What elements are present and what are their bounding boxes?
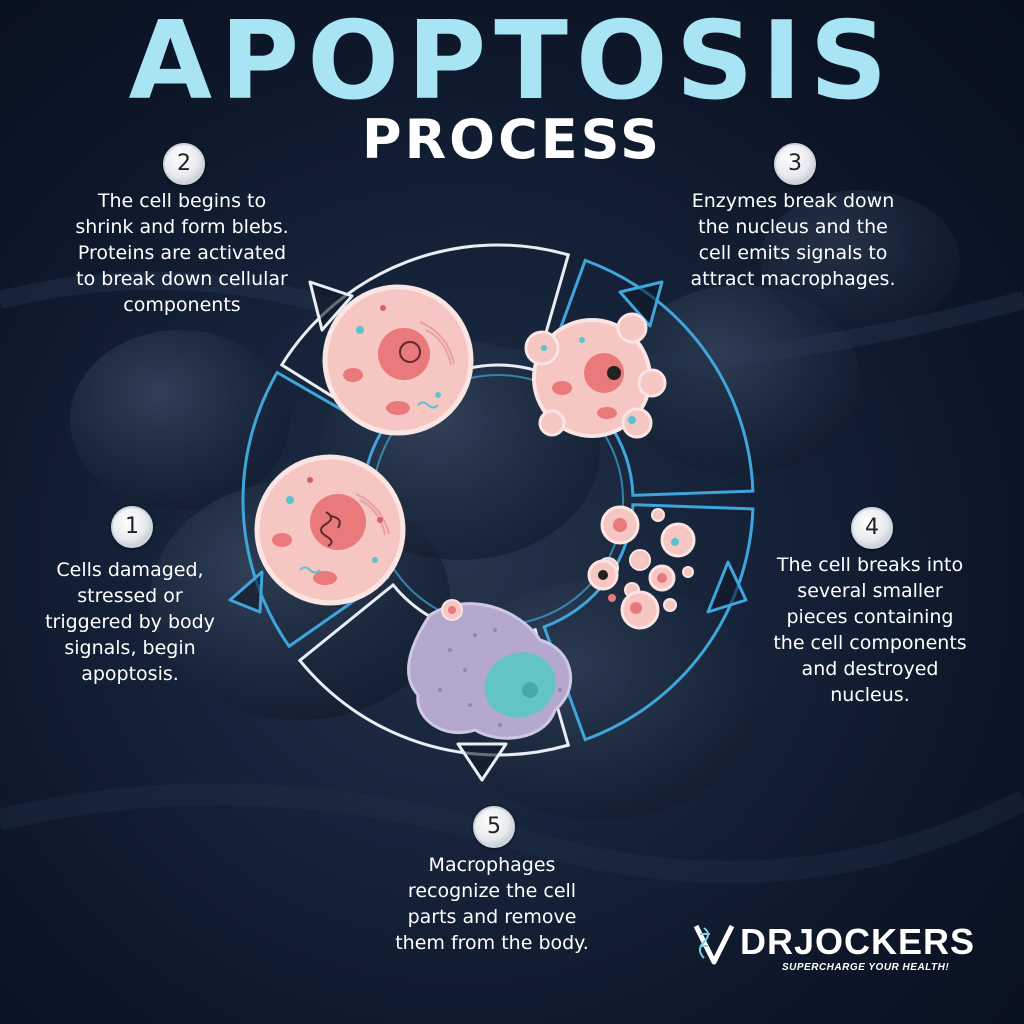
step-5-text: Macrophages recognize the cell parts and… bbox=[395, 854, 589, 954]
background-fiber bbox=[0, 783, 1024, 883]
step-3-badge: 3 bbox=[774, 143, 816, 185]
brand-name: DRJOCKERS bbox=[740, 921, 976, 962]
step-1-badge: 1 bbox=[111, 506, 153, 548]
step-3-text: Enzymes break down the nucleus and the c… bbox=[690, 190, 896, 290]
background-blob bbox=[760, 190, 960, 330]
background-blob bbox=[70, 330, 290, 510]
healthy-cell bbox=[254, 454, 406, 606]
cycle-arrow-4 bbox=[706, 560, 748, 614]
cycle-arrow-5 bbox=[456, 742, 508, 782]
title-main: APOPTOSIS bbox=[128, 0, 896, 124]
step-4-badge: 4 bbox=[851, 507, 893, 549]
brand-logo: DRJOCKERS SUPERCHARGE YOUR HEALTH! bbox=[690, 920, 990, 980]
macrophage bbox=[407, 599, 572, 740]
apoptotic-bodies bbox=[587, 505, 696, 630]
dna-helix-icon bbox=[693, 924, 735, 965]
step-2-text: The cell begins to shrink and form blebs… bbox=[75, 190, 289, 316]
cycle-arrows bbox=[228, 280, 748, 782]
step-5-badge: 5 bbox=[473, 806, 515, 848]
title-sub: PROCESS bbox=[362, 108, 662, 171]
brand-tagline: SUPERCHARGE YOUR HEALTH! bbox=[782, 962, 950, 973]
shrinking-cell bbox=[322, 284, 474, 436]
step-4-text: The cell breaks into several smaller pie… bbox=[773, 554, 967, 706]
cycle-arrow-3 bbox=[618, 280, 664, 328]
step-1-text: Cells damaged, stressed or triggered by … bbox=[45, 559, 215, 685]
step-2-badge: 2 bbox=[163, 143, 205, 185]
cycle-arrow-1 bbox=[228, 570, 264, 614]
cycle-arrow-2 bbox=[308, 280, 354, 332]
blebbing-cell bbox=[524, 312, 667, 439]
background-blob bbox=[620, 285, 860, 475]
